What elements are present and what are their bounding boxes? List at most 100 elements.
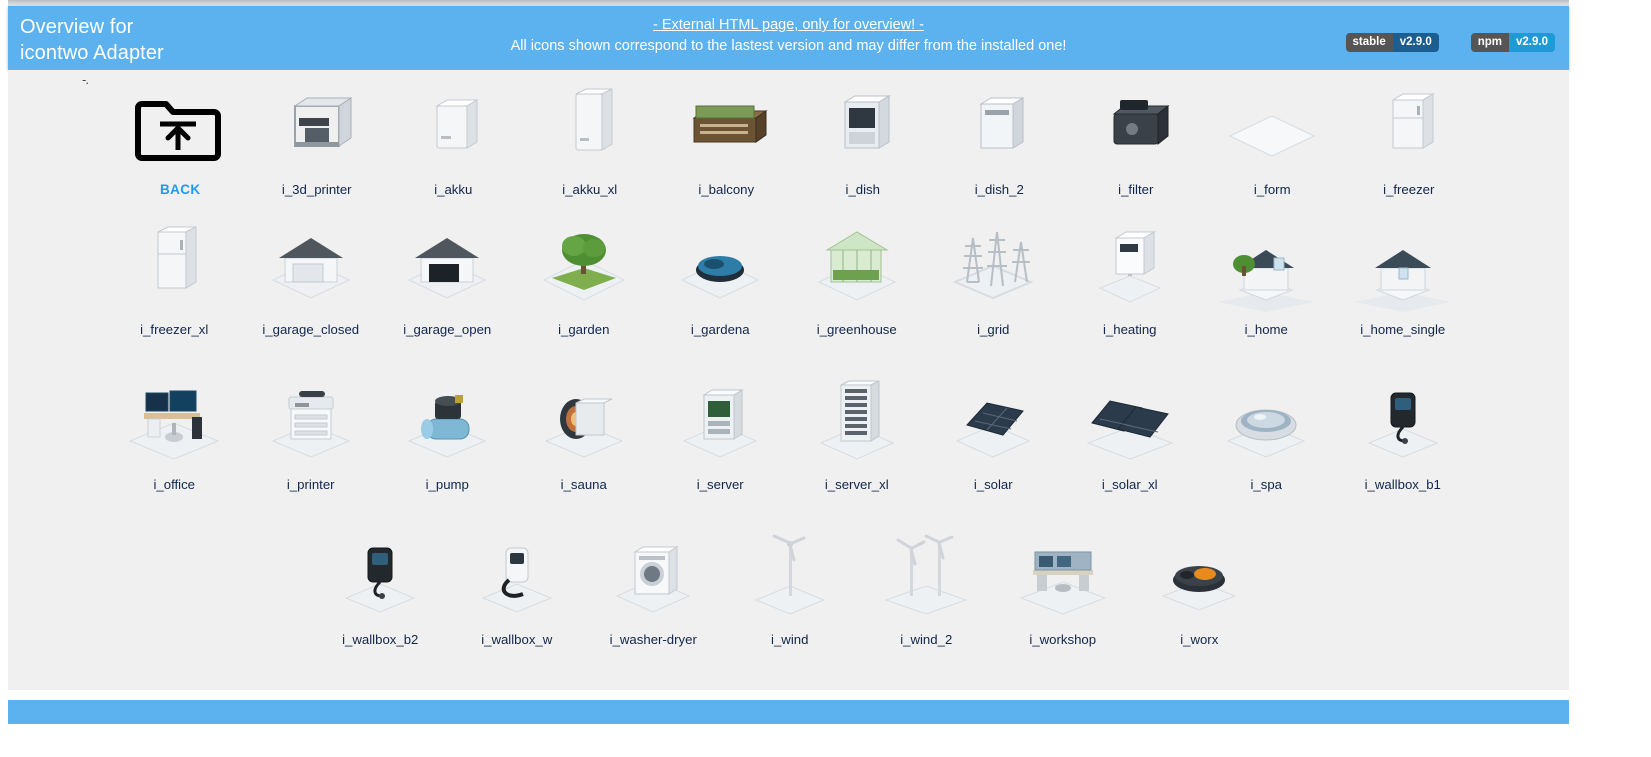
icon-item-i_wind[interactable]: i_wind: [722, 528, 859, 668]
icon-item-i_garage_closed[interactable]: i_garage_closed: [243, 218, 380, 373]
icon-item-i_washer-dryer[interactable]: i_washer-dryer: [585, 528, 722, 668]
battery-xl-icon: [534, 84, 646, 176]
folder-up-icon: [124, 84, 236, 176]
wind-turbine-icon: [734, 534, 846, 626]
icon-item-i_akku[interactable]: i_akku: [385, 78, 522, 218]
icon-item-i_office[interactable]: i_office: [106, 373, 243, 528]
icon-item-i_3d_printer[interactable]: i_3d_printer: [249, 78, 386, 218]
icon-item-i_filter[interactable]: i_filter: [1068, 78, 1205, 218]
icon-art: [261, 84, 373, 176]
icon-item-i_dish_2[interactable]: i_dish_2: [931, 78, 1068, 218]
icon-label: i_wallbox_b1: [1364, 477, 1441, 492]
npm-badge-version: v2.9.0: [1509, 33, 1555, 52]
icon-item-i_server[interactable]: i_server: [652, 373, 789, 528]
icon-art: [734, 534, 846, 626]
icon-item-i_server_xl[interactable]: i_server_xl: [789, 373, 926, 528]
heating-icon: [1074, 224, 1186, 316]
icon-art: [1347, 224, 1459, 316]
icon-item-i_form[interactable]: i_form: [1204, 78, 1341, 218]
icon-item-i_garage_open[interactable]: i_garage_open: [379, 218, 516, 373]
icon-art: [801, 224, 913, 316]
icon-art: [670, 84, 782, 176]
icon-item-i_wallbox_w[interactable]: i_wallbox_w: [449, 528, 586, 668]
header-notice-subtext: All icons shown correspond to the lastes…: [510, 38, 1067, 54]
npm-badge[interactable]: npm v2.9.0: [1470, 33, 1555, 52]
icon-item-i_akku_xl[interactable]: i_akku_xl: [522, 78, 659, 218]
icon-item-i_solar_xl[interactable]: i_solar_xl: [1062, 373, 1199, 528]
icon-label: i_wallbox_w: [481, 632, 553, 647]
freezer-icon: [1353, 84, 1465, 176]
icon-item-i_wallbox_b2[interactable]: i_wallbox_b2: [312, 528, 449, 668]
npm-badge-label: npm: [1470, 33, 1510, 52]
icon-art: [1353, 84, 1465, 176]
icon-item-i_pump[interactable]: i_pump: [379, 373, 516, 528]
solar-panel-icon: [937, 379, 1049, 471]
icon-item-i_wind_2[interactable]: i_wind_2: [858, 528, 995, 668]
server-icon: [664, 379, 776, 471]
icon-item-i_garden[interactable]: i_garden: [516, 218, 653, 373]
icon-item-i_worx[interactable]: i_worx: [1131, 528, 1268, 668]
icon-label: i_solar: [973, 477, 1013, 492]
icon-item-i_solar[interactable]: i_solar: [925, 373, 1062, 528]
icon-label: i_worx: [1180, 632, 1219, 647]
icon-item-i_greenhouse[interactable]: i_greenhouse: [789, 218, 926, 373]
page-footer: [8, 700, 1569, 724]
icon-label: i_freezer: [1383, 182, 1435, 197]
icon-art: [870, 534, 982, 626]
home-icon: [1210, 224, 1322, 316]
form-plate-icon: [1216, 84, 1328, 176]
icon-label: i_workshop: [1029, 632, 1097, 647]
icon-label: i_pump: [425, 477, 469, 492]
icon-art: [255, 224, 367, 316]
icon-item-i_home[interactable]: i_home: [1198, 218, 1335, 373]
icon-item-i_freezer_xl[interactable]: i_freezer_xl: [106, 218, 243, 373]
icon-art: [1143, 534, 1255, 626]
icon-art: [391, 224, 503, 316]
printer-icon: [255, 379, 367, 471]
washer-dryer-icon: [597, 534, 709, 626]
icon-item-i_workshop[interactable]: i_workshop: [995, 528, 1132, 668]
stable-badge[interactable]: stable v2.9.0: [1345, 33, 1439, 52]
icon-label: i_dish_2: [974, 182, 1024, 197]
icon-art: [324, 534, 436, 626]
icon-label: i_greenhouse: [816, 322, 897, 337]
icon-label: i_sauna: [560, 477, 607, 492]
freezer-xl-icon: [118, 224, 230, 316]
page-header: Overview for icontwo Adapter - External …: [8, 6, 1569, 70]
icon-art: [801, 379, 913, 471]
icon-art: [807, 84, 919, 176]
icon-label: i_wallbox_b2: [342, 632, 419, 647]
icon-label: i_spa: [1250, 477, 1283, 492]
folder-up-icon: [134, 92, 226, 164]
icon-item-i_dish[interactable]: i_dish: [795, 78, 932, 218]
icon-item-i_home_single[interactable]: i_home_single: [1335, 218, 1472, 373]
icon-item-i_grid[interactable]: i_grid: [925, 218, 1062, 373]
external-page-link[interactable]: - External HTML page, only for overview!…: [652, 17, 925, 33]
icon-item-i_heating[interactable]: i_heating: [1062, 218, 1199, 373]
spa-icon: [1210, 379, 1322, 471]
icon-label: i_heating: [1102, 322, 1157, 337]
icon-art: [528, 224, 640, 316]
icon-label: i_home: [1244, 322, 1288, 337]
garden-tree-icon: [528, 224, 640, 316]
icon-art: [937, 379, 1049, 471]
icon-art: [534, 84, 646, 176]
icon-item-i_freezer[interactable]: i_freezer: [1341, 78, 1478, 218]
icon-item-i_sauna[interactable]: i_sauna: [516, 373, 653, 528]
icon-item-i_balcony[interactable]: i_balcony: [658, 78, 795, 218]
icon-item-i_gardena[interactable]: i_gardena: [652, 218, 789, 373]
icon-art: [1074, 379, 1186, 471]
icon-label: i_solar_xl: [1101, 477, 1158, 492]
back-button[interactable]: BACK: [112, 78, 249, 218]
icon-item-i_spa[interactable]: i_spa: [1198, 373, 1335, 528]
icon-item-i_wallbox_b1[interactable]: i_wallbox_b1: [1335, 373, 1472, 528]
icon-item-i_printer[interactable]: i_printer: [243, 373, 380, 528]
icon-art: [255, 379, 367, 471]
icon-label: i_printer: [286, 477, 335, 492]
icon-art: [391, 379, 503, 471]
icon-art: [1210, 379, 1322, 471]
wallbox-w-icon: [461, 534, 573, 626]
